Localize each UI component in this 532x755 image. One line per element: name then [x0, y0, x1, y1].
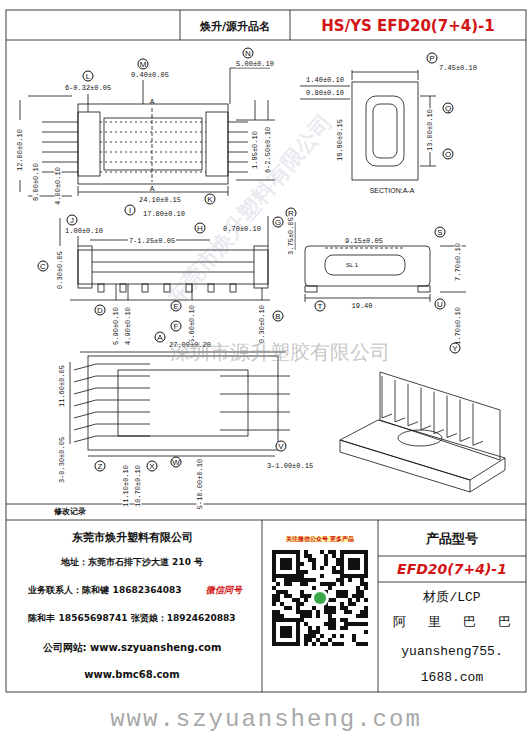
table-heading: 产品型号	[426, 532, 478, 545]
callout-letter: N	[243, 48, 254, 59]
isometric-view	[340, 372, 505, 492]
header-cell: 焕升/源升品名	[200, 21, 270, 32]
end-view	[295, 222, 466, 302]
dimension: 24.10±0.15	[138, 197, 182, 204]
dimension: 3-0.30±0.05	[59, 436, 66, 484]
website: 公司网站: www.szyuansheng.com	[43, 643, 222, 653]
dimension: 1.85±0.10	[252, 130, 259, 170]
dimension: 9.15±0.05	[344, 238, 384, 245]
dimension: 1.40±0.10	[305, 77, 345, 84]
frame	[6, 10, 526, 692]
contact: 业务联系人：陈和键 18682364083	[28, 586, 181, 595]
dimension: 7.70±0.10	[455, 242, 462, 282]
callout-letter: W	[171, 457, 182, 468]
callout-letter: Z	[95, 461, 106, 472]
dimension: 0.30±0.10	[259, 304, 266, 344]
qr-caption: 关注微信公众号 更多产品	[286, 536, 354, 542]
callout-letter: X	[147, 461, 158, 472]
dimension: 0.80±0.10	[305, 90, 345, 97]
callout-letter: L	[83, 71, 94, 82]
callout-letter: P	[427, 53, 438, 64]
callout-letter: V	[276, 441, 287, 452]
callout-letter: U	[435, 299, 446, 310]
shop-url: 1688.com	[421, 671, 483, 684]
table-heading: 修改记录	[54, 508, 86, 516]
callout-letter: G	[273, 217, 284, 228]
model-number: EFD20(7+4)-1	[397, 562, 507, 576]
dimension: 4.00±0.10	[55, 166, 62, 206]
dimension: 6-0.32±0.05	[64, 85, 112, 92]
part-marking: SL 1	[346, 262, 358, 268]
qr-code	[272, 550, 368, 646]
dimension: 17.80±0.10	[142, 211, 186, 218]
contact: 陈和丰 18565698741 张贤娘：18924620883	[28, 614, 235, 623]
callout-letter: T	[315, 301, 326, 312]
callout-letter: B	[273, 311, 284, 322]
title: HS/YS EFD20(7+4)-1	[321, 19, 494, 34]
dimension: 7.45±0.10	[438, 65, 478, 72]
callout-letter: A	[155, 332, 166, 343]
callout-letter: Y	[450, 343, 461, 354]
dimension: 10.70±0.10	[135, 464, 142, 508]
callout-letter: M	[138, 59, 149, 70]
callout-letter: F	[171, 321, 182, 332]
dimension: 3.75±0.05	[288, 216, 295, 256]
callout-letter: H	[195, 223, 206, 234]
section-mark: A	[150, 185, 155, 192]
dimension: 1.70±0.10	[455, 306, 462, 346]
bottom-view	[70, 352, 286, 456]
address: 地址：东莞市石排下沙大道 210 号	[61, 558, 203, 567]
dimension: 5-10.00±0.10	[197, 458, 204, 510]
callout-letter: J	[67, 215, 78, 226]
shop-name: 阿 里 巴 巴	[393, 616, 510, 629]
dimension: 1.00±0.10	[64, 228, 104, 235]
dimension: 12.00±0.10	[17, 128, 24, 172]
watermark-url: www.szyuansheng.com	[110, 708, 422, 732]
dimension: 8.00±0.10	[33, 162, 40, 202]
callout-letter: Q	[443, 103, 454, 114]
dimension: 13.00±0.10	[427, 108, 434, 152]
dimension: 11.10±0.10	[123, 464, 130, 508]
watermark: 东莞市焕升塑料有限公司	[164, 110, 336, 310]
dimension: 0.40±0.05	[130, 72, 170, 79]
callout-letter: C	[38, 261, 49, 272]
contact-note: 微信同号	[206, 586, 242, 595]
dimension: 11.60±0.05	[59, 364, 66, 408]
callout-letter: S	[435, 227, 446, 238]
callout-letter: O	[443, 149, 454, 160]
shop-url: yuansheng755.	[401, 645, 502, 658]
company-name: 东莞市焕升塑料有限公司	[72, 532, 193, 543]
dimension: 18.80±0.15	[337, 118, 344, 162]
callout-letter: I	[125, 205, 136, 216]
dimension: 7-1.25±0.05	[128, 238, 176, 245]
watermark: 深圳市源升塑胶有限公司	[170, 342, 390, 362]
dimension: 5.60±0.10	[189, 304, 196, 344]
dimension: 5.90±0.10	[113, 306, 120, 346]
dimension: 3-1.00±0.15	[266, 463, 314, 470]
section-title: SECTION:A-A	[370, 187, 415, 194]
dimension: 5.00±0.10	[235, 61, 275, 68]
callout-letter: D	[95, 305, 106, 316]
dimension: 4.90±0.10	[125, 306, 132, 346]
dimension: 19.40	[350, 303, 373, 310]
section-mark: A	[150, 98, 155, 105]
material: 材质/LCP	[423, 591, 480, 604]
callout-letter: K	[205, 194, 216, 205]
dimension: 0.30±0.05	[57, 250, 64, 290]
website: www.bmc68.com	[84, 670, 179, 680]
